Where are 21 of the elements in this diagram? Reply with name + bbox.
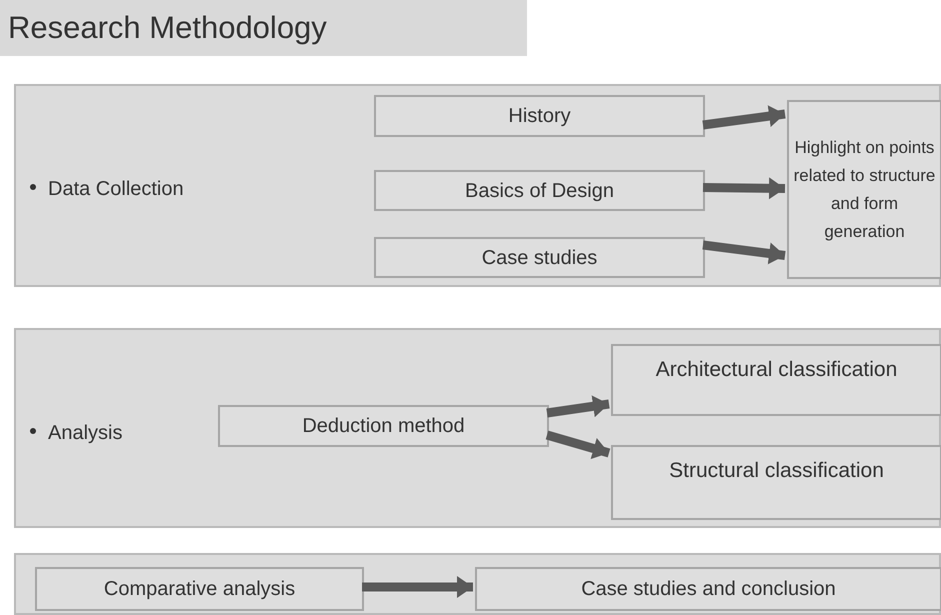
section-panel — [14, 553, 941, 615]
process-box: Highlight on points related to structure and form generation — [787, 100, 941, 279]
arrow — [546, 395, 610, 418]
process-box: Comparative analysis — [35, 567, 364, 611]
process-box: Case studies and conclusion — [475, 567, 941, 611]
process-box: Case studies — [374, 237, 705, 278]
process-box: Architectural classification — [611, 344, 941, 416]
arrow — [702, 177, 786, 200]
arrow — [546, 430, 610, 460]
arrow — [702, 240, 786, 264]
process-box: Structural classification — [611, 445, 941, 520]
process-box: History — [374, 95, 705, 137]
process-box: Deduction method — [218, 405, 549, 447]
section-panel — [14, 328, 941, 528]
arrow — [702, 105, 786, 130]
arrow — [362, 576, 473, 598]
section-panel — [14, 84, 941, 287]
section-label: Analysis — [48, 421, 122, 446]
section-label: Data Collection — [48, 177, 184, 202]
process-box: Basics of Design — [374, 170, 705, 211]
title-banner: Research Methodology — [0, 0, 527, 56]
